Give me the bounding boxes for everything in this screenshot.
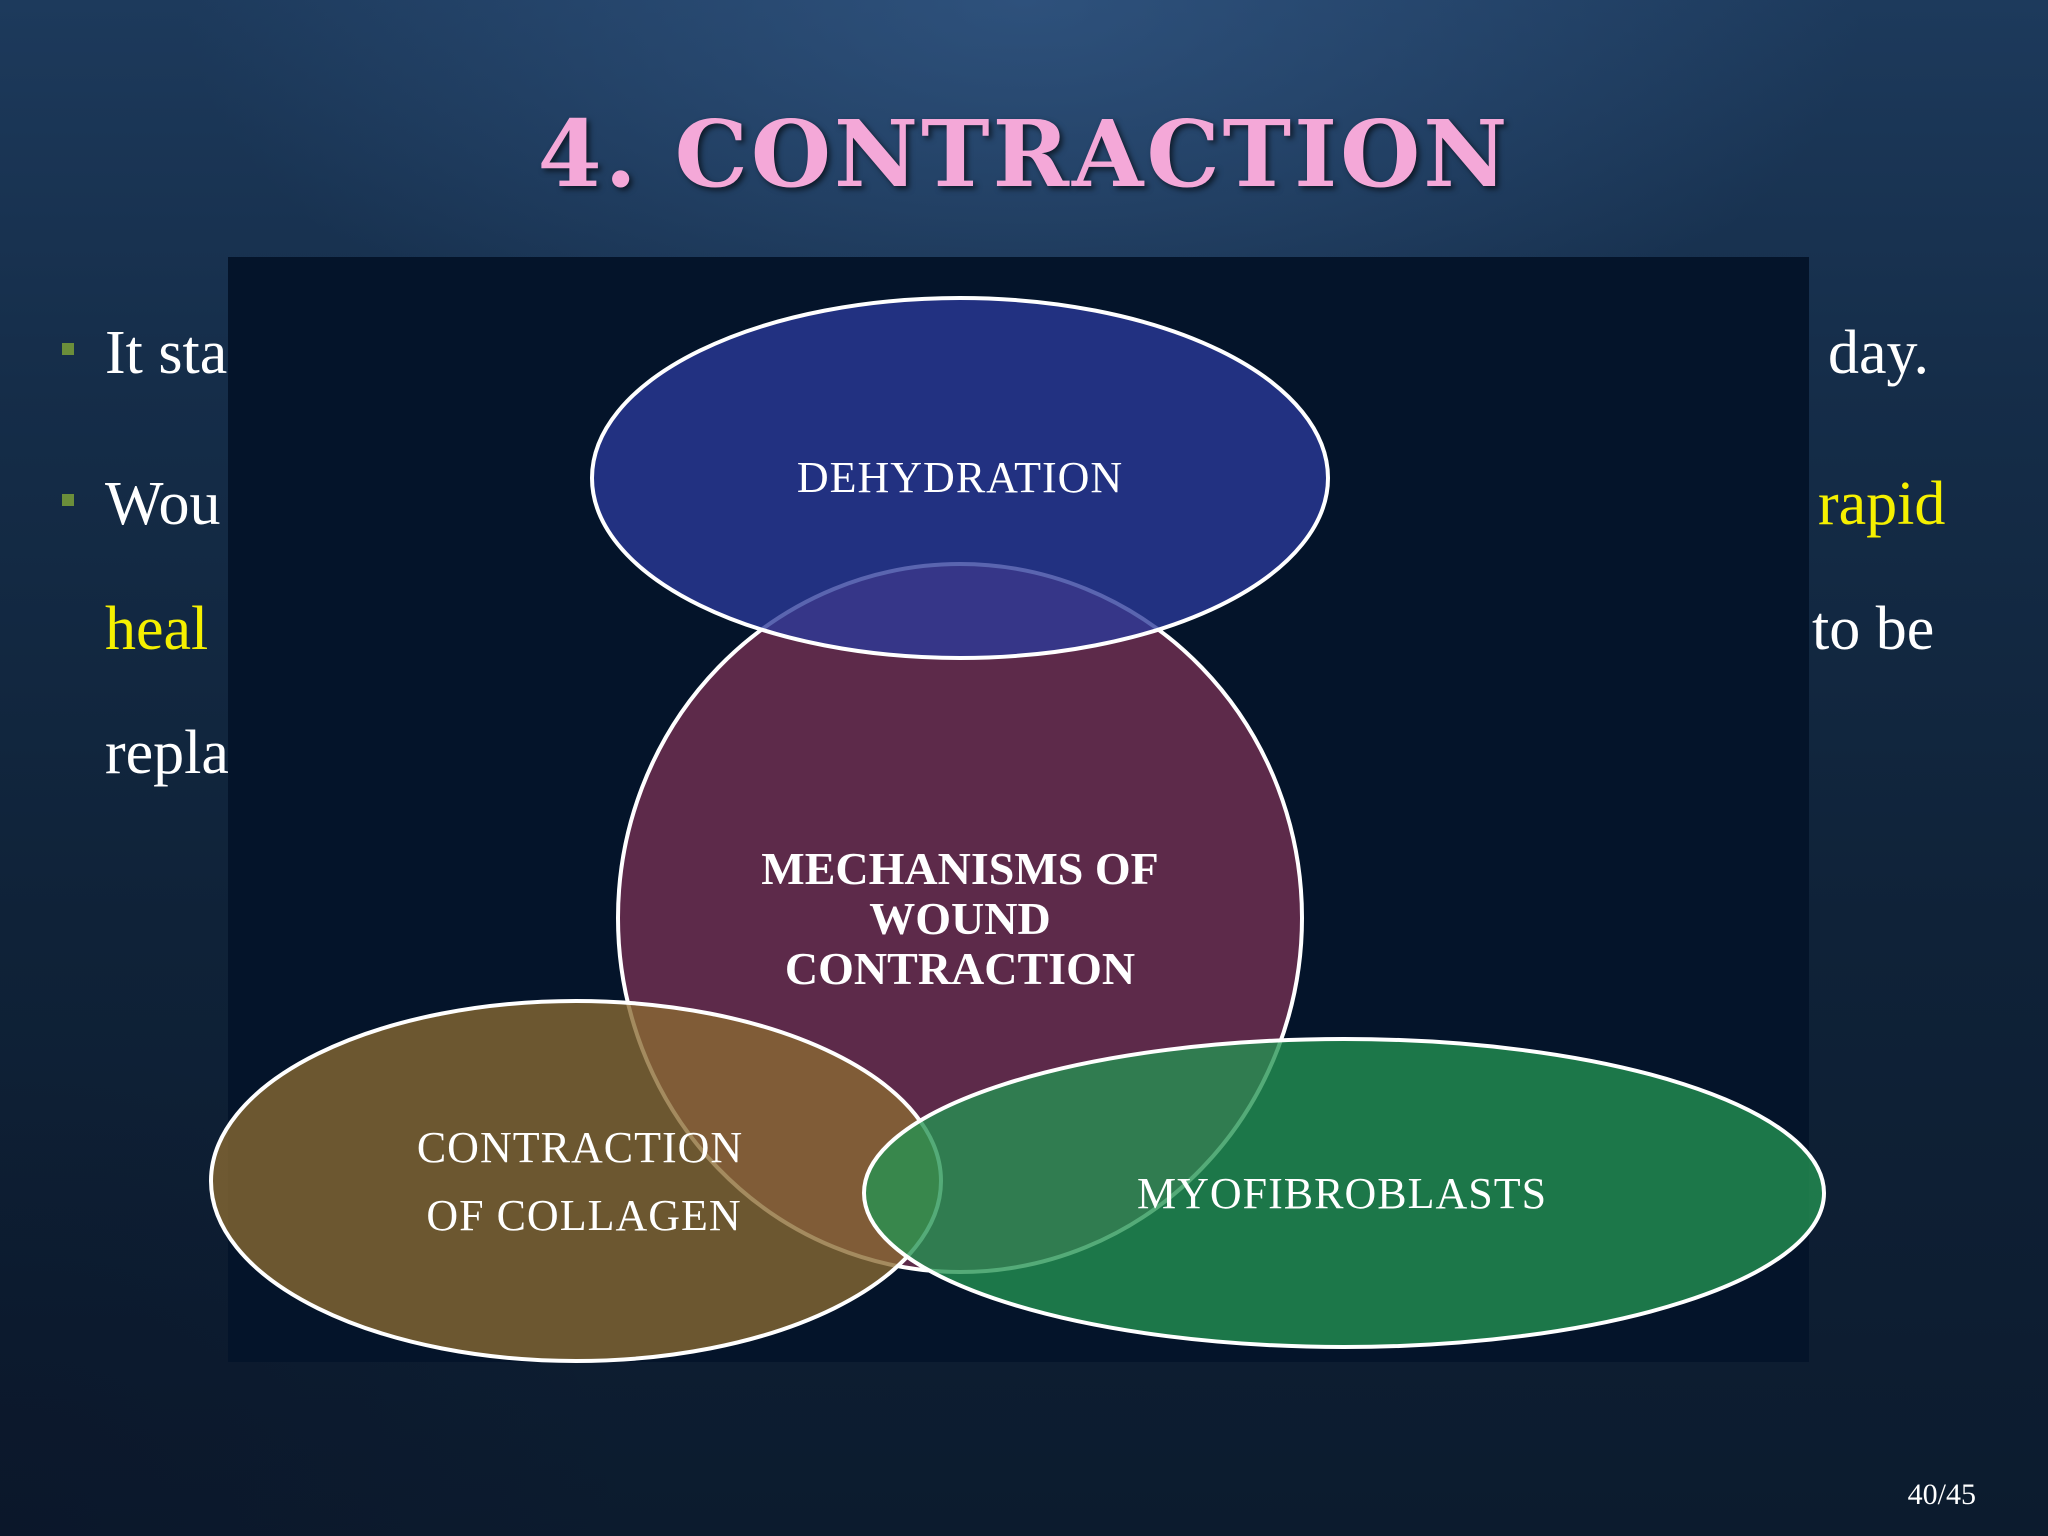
label-center-line-3: CONTRACTION: [785, 943, 1135, 994]
bullet-2-line2-left-highlight: heal: [105, 595, 209, 663]
page-number: 40/45: [1907, 1478, 1976, 1511]
ellipse-dehydration: [590, 296, 1330, 660]
slide-title: 4. CONTRACTION: [537, 100, 1511, 208]
bullet-marker-2: [62, 494, 74, 506]
bullet-2-line2-right: to be: [1812, 595, 1935, 663]
ellipse-collagen: [209, 999, 943, 1363]
label-myofibroblasts: MYOFIBROBLASTS: [1137, 1169, 1547, 1218]
label-center-line-2: WOUND: [869, 893, 1050, 944]
bullet-2-text-left: Wou: [105, 470, 221, 538]
bullet-marker-1: [62, 343, 74, 355]
bullet-2-text-right-highlight: rapid: [1818, 470, 1946, 538]
label-collagen-line-2: OF COLLAGEN: [426, 1191, 741, 1240]
ellipse-myofibroblasts: [862, 1037, 1826, 1349]
label-collagen-line-1: CONTRACTION: [417, 1123, 743, 1172]
bullet-1-text-left: It sta: [105, 319, 228, 387]
bullet-2-line3-left: repla: [105, 719, 229, 787]
label-center-line-1: MECHANISMS OF: [761, 843, 1158, 894]
label-dehydration: DEHYDRATION: [797, 453, 1123, 502]
bullet-1-text-right: day.: [1828, 319, 1929, 387]
